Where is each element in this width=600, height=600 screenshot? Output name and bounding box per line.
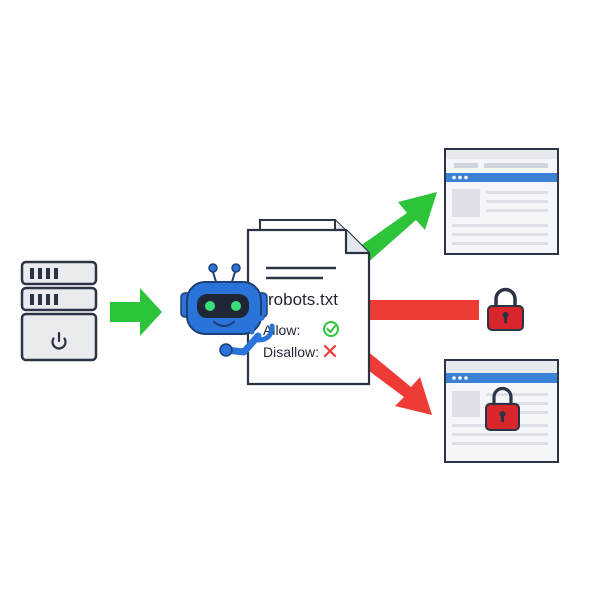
robots-document: robots.txt Allow: Disallow: bbox=[246, 219, 371, 386]
check-circle-icon bbox=[323, 321, 339, 337]
allow-arrow-to-robot bbox=[110, 288, 162, 336]
disallow-label: Disallow: bbox=[263, 344, 319, 360]
page-padlock-icon bbox=[485, 386, 520, 431]
server-icon bbox=[20, 260, 98, 362]
x-mark-icon bbox=[323, 344, 337, 358]
private-webpage-icon bbox=[444, 359, 559, 463]
allow-arrow-to-public-page bbox=[353, 192, 437, 265]
public-webpage-icon bbox=[444, 148, 559, 255]
document-filename: robots.txt bbox=[268, 290, 338, 309]
padlock-icon bbox=[487, 287, 524, 331]
power-icon bbox=[51, 331, 67, 350]
robot-crawler-icon bbox=[180, 263, 275, 357]
deny-arrow-to-private-page bbox=[353, 345, 432, 415]
block-line-to-lock bbox=[355, 300, 479, 320]
